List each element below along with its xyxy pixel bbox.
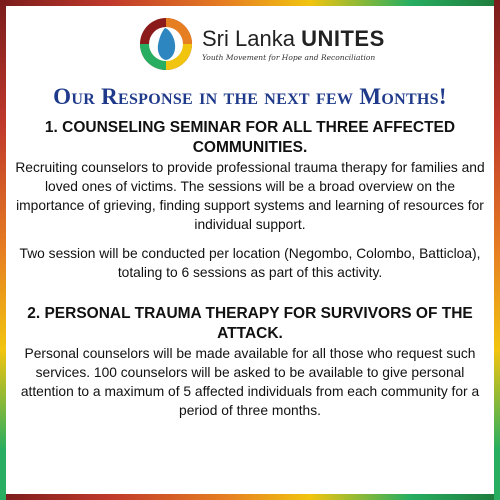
- decorative-border-bottom: [0, 494, 500, 500]
- sri-lanka-emblem-icon: [140, 18, 192, 70]
- content: 1. COUNSELING SEMINAR FOR ALL THREE AFFE…: [14, 118, 486, 420]
- section-2-paragraph-1: Personal counselors will be made availab…: [20, 346, 480, 418]
- section-1-title: 1. COUNSELING SEMINAR FOR ALL THREE AFFE…: [44, 119, 456, 156]
- section-2-title: 2. PERSONAL TRAUMA THERAPY FOR SURVIVORS…: [27, 305, 473, 342]
- headline: Our Response in the next few Months!: [53, 84, 447, 109]
- brand-name: Sri Lanka UNITES: [202, 25, 385, 51]
- decorative-border-right: [494, 0, 500, 500]
- decorative-border-top: [0, 0, 500, 6]
- section-1-paragraph-1: Recruiting counselors to provide profess…: [15, 160, 485, 232]
- decorative-border-left: [0, 0, 6, 500]
- brand-tagline: Youth Movement for Hope and Reconciliati…: [202, 52, 376, 62]
- section-1-paragraph-2: Two session will be conducted per locati…: [19, 246, 481, 280]
- brand-logo: Sri Lanka UNITES Youth Movement for Hope…: [138, 16, 385, 72]
